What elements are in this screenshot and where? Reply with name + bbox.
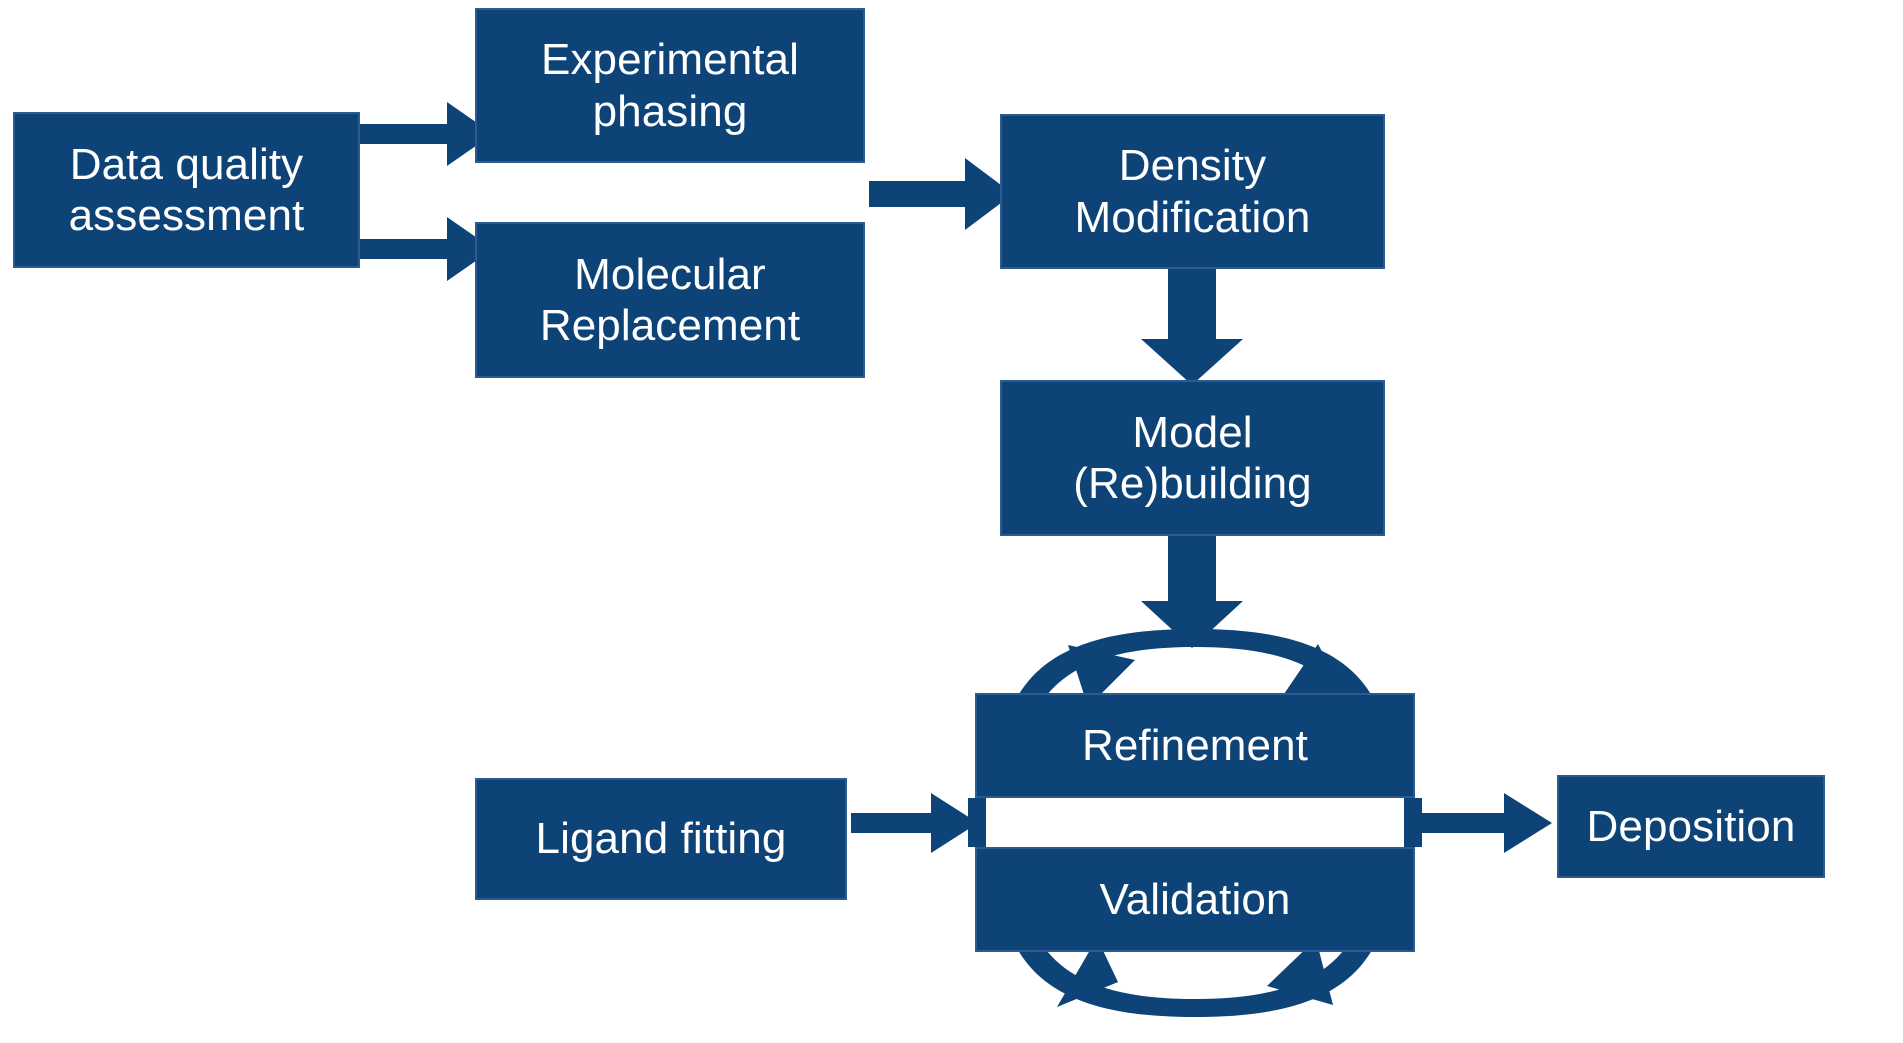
node-label: Data quality assessment <box>68 139 305 240</box>
arrow-phasing-to-density-modification <box>869 158 1013 230</box>
arrow-data-quality-to-molecular-replacement <box>358 217 493 281</box>
node-validation[interactable]: Validation <box>975 847 1415 952</box>
cycle-side-edges <box>968 798 1422 847</box>
node-molecular-replacement[interactable]: Molecular Replacement <box>475 222 865 378</box>
node-label: Density Modification <box>1074 141 1311 242</box>
arrow-model-rebuilding-to-refinement <box>1141 534 1243 648</box>
node-deposition[interactable]: Deposition <box>1557 775 1825 878</box>
arrow-density-modification-to-model-rebuilding <box>1141 268 1243 385</box>
node-label: Model (Re)building <box>1073 407 1312 508</box>
arrow-data-quality-to-experimental-phasing <box>358 102 493 166</box>
node-label: Experimental phasing <box>541 35 799 136</box>
node-label: Molecular Replacement <box>539 249 801 350</box>
node-ligand-fitting[interactable]: Ligand fitting <box>475 778 847 900</box>
node-refinement[interactable]: Refinement <box>975 693 1415 798</box>
node-label: Ligand fitting <box>535 814 787 864</box>
node-data-quality-assessment[interactable]: Data quality assessment <box>13 112 360 268</box>
node-density-modification[interactable]: Density Modification <box>1000 114 1385 269</box>
arrow-validation-to-deposition <box>1418 793 1552 853</box>
node-model-rebuilding[interactable]: Model (Re)building <box>1000 380 1385 536</box>
arrow-ligand-fitting-to-refinement <box>851 793 978 853</box>
node-label: Refinement <box>1081 720 1308 770</box>
node-label: Deposition <box>1586 801 1796 851</box>
node-experimental-phasing[interactable]: Experimental phasing <box>475 8 865 163</box>
node-label: Validation <box>1099 874 1291 924</box>
